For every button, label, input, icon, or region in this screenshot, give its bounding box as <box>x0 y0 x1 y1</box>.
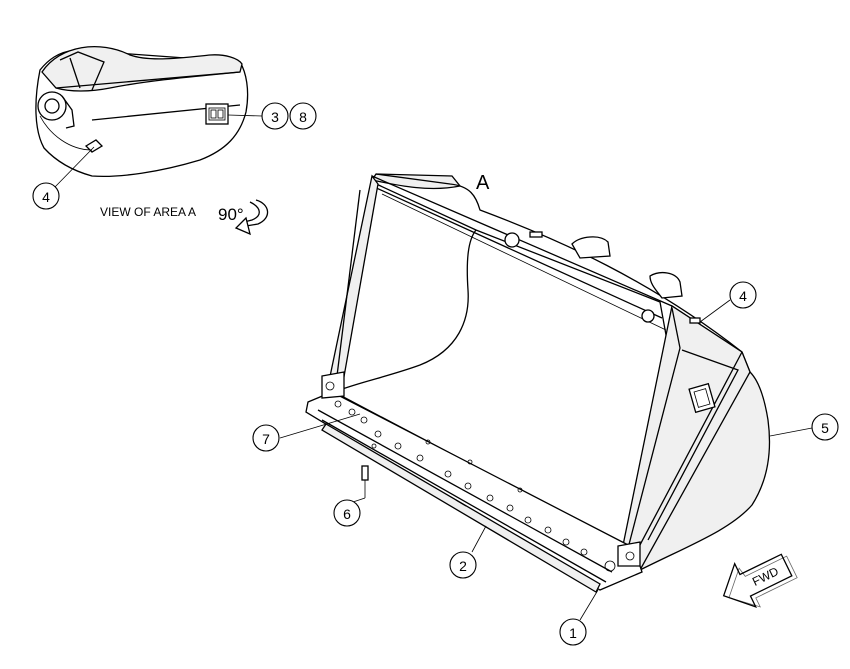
area-a-label: A <box>476 172 490 194</box>
forward-direction-arrow-icon: FWD <box>722 553 798 608</box>
callout-4-detail-label: 4 <box>42 189 50 205</box>
callout-5: 5 <box>811 413 839 441</box>
callout-2-label: 2 <box>459 558 467 574</box>
rotation-arrow-icon <box>234 199 269 236</box>
callout-5-label: 5 <box>821 420 829 436</box>
callout-4-detail: 4 <box>32 182 60 210</box>
callout-3: 3 <box>261 102 289 130</box>
callout-4-main-label: 4 <box>739 288 747 304</box>
callout-1-label: 1 <box>569 625 577 641</box>
view-of-area-label: VIEW OF AREA A <box>100 205 196 219</box>
callout-1: 1 <box>559 618 587 646</box>
callout-8-label: 8 <box>299 109 307 125</box>
callout-6-label: 6 <box>343 506 351 522</box>
callout-3-label: 3 <box>271 109 279 125</box>
bolt-holes <box>334 400 588 556</box>
callout-2: 2 <box>449 551 477 579</box>
detail-view-area-a <box>35 46 263 189</box>
bolt-icon <box>361 465 369 498</box>
rotation-label: 90° <box>218 205 244 224</box>
callout-4-main: 4 <box>729 281 757 309</box>
callout-8: 8 <box>289 102 317 130</box>
callout-6: 6 <box>333 499 361 527</box>
callout-7: 7 <box>252 424 280 452</box>
callout-7-label: 7 <box>262 431 270 447</box>
bucket-assembly <box>279 173 813 621</box>
